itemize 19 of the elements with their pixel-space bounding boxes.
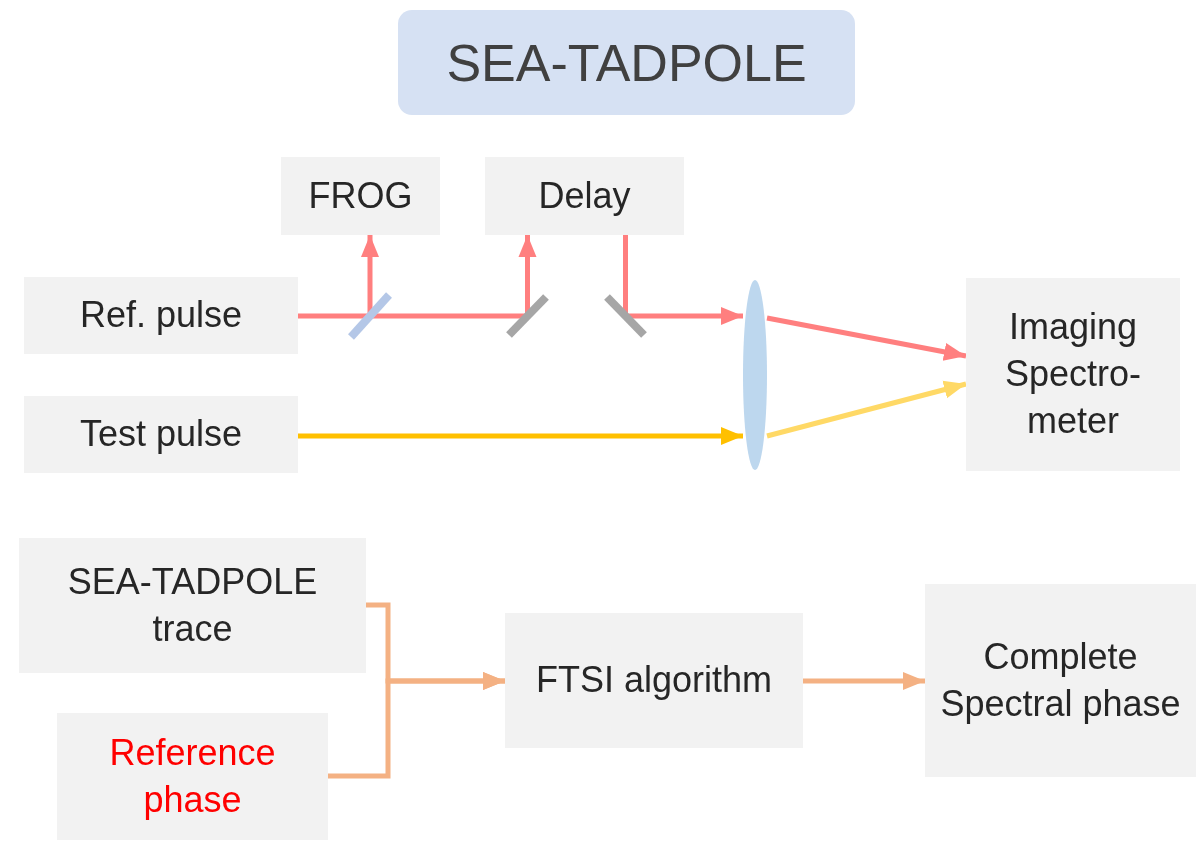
arrow — [298, 427, 743, 445]
lens — [743, 280, 767, 470]
process-box: Test pulse — [24, 396, 298, 473]
mirror — [603, 293, 648, 339]
process-box: FTSI algorithm — [505, 613, 803, 748]
process-box: Reference phase — [57, 713, 328, 840]
process-box: Ref. pulse — [24, 277, 298, 354]
arrow — [766, 315, 967, 361]
process-box: SEA-TADPOLE trace — [19, 538, 366, 673]
process-box: Imaging Spectro- meter — [966, 278, 1180, 471]
arrow — [328, 672, 505, 779]
process-box: Complete Spectral phase — [925, 584, 1196, 777]
mirror — [505, 293, 550, 339]
arrow — [766, 380, 967, 439]
arrow — [803, 672, 925, 690]
beam-splitter — [347, 291, 393, 341]
process-box: Delay — [485, 157, 684, 235]
title-box: SEA-TADPOLE — [398, 10, 855, 115]
process-box: FROG — [281, 157, 440, 235]
